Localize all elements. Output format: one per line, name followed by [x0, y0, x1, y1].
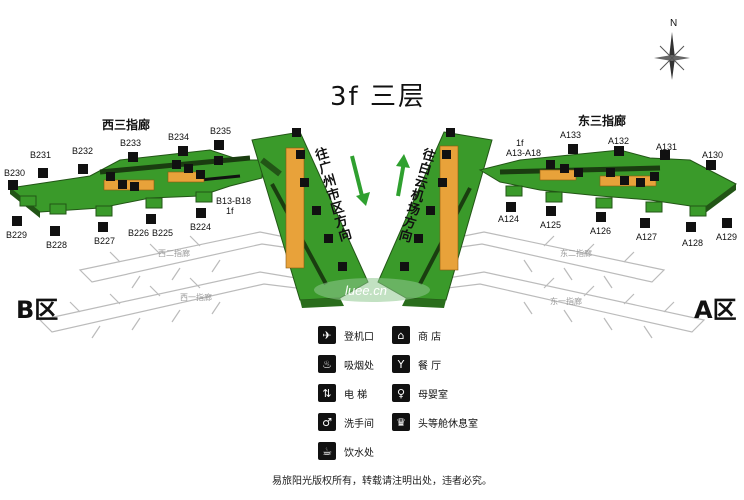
west-3-pier-label: 西三指廊	[102, 118, 151, 132]
gate-b228: B228	[46, 240, 68, 250]
gate-b226: B226	[128, 228, 150, 238]
watermark-logo	[314, 278, 430, 302]
legend-label: 登机口	[344, 331, 374, 343]
east-2-pier-label: 东二指廊	[560, 249, 592, 258]
watermark-text: luee.cn	[345, 283, 387, 298]
facility-icons	[106, 128, 659, 271]
shop-icon: ⌂	[392, 326, 410, 344]
gate-b235: B235	[210, 126, 232, 136]
gate-b225: B225	[152, 228, 174, 238]
compass-icon	[654, 32, 690, 80]
gate-b234: B234	[168, 132, 190, 142]
compass-north-label: N	[670, 18, 678, 29]
plane-icon: ✈	[318, 326, 336, 344]
zone-a-label: A区	[694, 296, 737, 324]
gate-plane-markers	[8, 140, 732, 236]
legend-item: ♂ 洗手间	[318, 413, 374, 431]
direction-arrows	[350, 154, 410, 206]
gate-b231: B231	[30, 150, 52, 160]
legend-item: ⌂ 商 店	[392, 326, 441, 344]
legend-item: ♛ 头等舱休息室	[392, 413, 478, 431]
gate-a131: A131	[656, 142, 678, 152]
legend-label: 商 店	[418, 331, 442, 343]
legend-label: 电 梯	[344, 389, 368, 401]
legend-item: ⇅ 电 梯	[318, 384, 367, 402]
legend-label: 洗手间	[344, 418, 374, 430]
gate-b227: B227	[94, 236, 116, 246]
gate-b232: B232	[72, 146, 94, 156]
gate-a132: A132	[608, 136, 630, 146]
gate-b230: B230	[4, 168, 26, 178]
east-1-pier-label: 东一指廊	[550, 297, 582, 306]
gate-a124: A124	[498, 214, 520, 224]
gate-b13-b18: B13-B18	[216, 196, 252, 206]
legend-item: ✈ 登机口	[318, 326, 374, 344]
gate-a128: A128	[682, 238, 704, 248]
west-1-pier-label: 西一指廊	[180, 293, 212, 302]
water-icon: ☕	[318, 442, 336, 460]
west-floor-1f: 1f	[226, 206, 234, 216]
gate-stubs	[19, 185, 707, 217]
legend-label: 餐 厅	[418, 360, 442, 372]
gate-b233: B233	[120, 138, 142, 148]
copyright-footer: 易旅阳光版权所有，转载请注明出处，违者必究。	[272, 476, 492, 487]
legend-label: 母婴室	[418, 389, 448, 401]
legend-item: ♀ 母婴室	[392, 384, 448, 402]
restroom-icon: ♂	[318, 413, 336, 431]
gate-a125: A125	[540, 220, 562, 230]
gate-a13-a18: A13-A18	[506, 148, 542, 158]
legend-item: ☕ 饮水处	[318, 442, 374, 460]
east-3-pier-label: 东三指廊	[578, 114, 627, 128]
zone-b-label: B区	[16, 296, 59, 324]
gate-a130: A130	[702, 150, 724, 160]
east-floor-1f: 1f	[516, 138, 524, 148]
lounge-icon: ♛	[392, 413, 410, 431]
legend-item: ♨ 吸烟处	[318, 355, 374, 373]
gate-a129: A129	[716, 232, 738, 242]
west-2-pier-label: 西二指廊	[158, 249, 190, 258]
gate-a133: A133	[560, 130, 582, 140]
gate-b224: B224	[190, 222, 212, 232]
elevator-icon: ⇅	[318, 384, 336, 402]
map-title: 3f 三层	[330, 82, 426, 112]
terminal-map	[8, 128, 737, 339]
smoking-icon: ♨	[318, 355, 336, 373]
gate-a126: A126	[590, 226, 612, 236]
restaurant-icon: Y	[392, 355, 410, 373]
legend-label: 吸烟处	[344, 360, 374, 372]
gate-a127: A127	[636, 232, 658, 242]
gate-b229: B229	[6, 230, 28, 240]
mother-baby-icon: ♀	[392, 384, 410, 402]
legend-label: 头等舱休息室	[418, 418, 478, 430]
legend-label: 饮水处	[344, 447, 374, 459]
